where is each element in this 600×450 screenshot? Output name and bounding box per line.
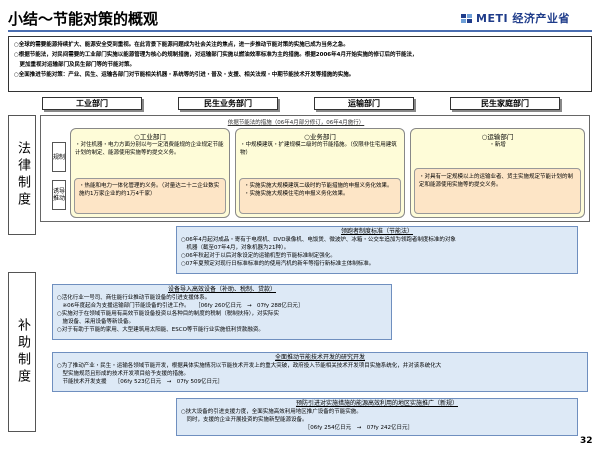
equipment-subsidy-title: 设备导入高效设备（补助、税制、贷款） bbox=[167, 286, 276, 293]
summary-line: ○全球的需要能源持续扩大、能源安全受到重视。在此背景下能源问题成为社会关注的焦点… bbox=[14, 42, 349, 48]
business-law-text: ・中规模建筑・扩建规模二级时的节能措施。（仅限非住宅用建筑物） bbox=[240, 142, 397, 156]
subsidy-side-label: 补助制度 bbox=[8, 272, 36, 432]
transport-plan-box: ・对具有一定规模以上的运输业者、货主实施规定节能计划的制定和能源使用实施等的提交… bbox=[414, 168, 581, 214]
equipment-subsidy-line: ○活化行业一号司、商住能行业推动节能设备的引进支援体系。 bbox=[57, 295, 211, 301]
logo-text: METI 经济产业省 bbox=[476, 12, 570, 25]
regional-promotion-line: ［06fy 254亿日元 → 07fy 242亿日元］ bbox=[181, 425, 414, 431]
summary-box: ○全球的需要能源持续扩大、能源安全受到重视。在此背景下能源问题成为社会关注的焦点… bbox=[8, 36, 592, 92]
top-runner-line: ○06年4月起对成品・寄有于电视机、DVD录像机、电饭煲、微波炉、冰箱・公交车追… bbox=[181, 237, 456, 243]
tech-development-line: 节能技术开发支援 ［06fy 523亿日元 → 07fy 509亿日元］ bbox=[57, 379, 224, 385]
regional-promotion-line: ○扶大设备的引进支援力度，全面实施高效利用地区推广设备的节能实施。 bbox=[181, 409, 362, 415]
page-number: 32 bbox=[580, 436, 593, 446]
title-divider bbox=[8, 30, 592, 32]
transport-plan-text: ・对具有一定规模以上的运输业者、货主实施规定节能计划的制定和能源使用实施等的提交… bbox=[419, 174, 574, 188]
regional-promotion-panel: 预防引进对实施措施的能源高效利用的地区实施推广（新规） ○扶大设备的引进支援力度… bbox=[176, 398, 578, 436]
subsidy-side-label-text: 补助制度 bbox=[15, 318, 30, 386]
industry-heat-box: ・热能和电力一体化管理的义务。（对量达二十二企业数实施约1万家企业的约1万4千家… bbox=[74, 178, 226, 214]
law-side-label: 法律制度 bbox=[8, 115, 36, 235]
page-title: 小结～节能对策的概观 bbox=[8, 10, 159, 28]
label-regulation: 规制 bbox=[52, 142, 66, 172]
tab-business: 民生业务部门 bbox=[178, 97, 278, 110]
top-runner-line: ○06年秋起对于以后对象设定的运输机型的节能标准制定强化。 bbox=[181, 253, 336, 259]
law-caption-text: 依据节能法的措施（06年4月部分修订，06年4月施行） bbox=[227, 120, 365, 126]
industry-law-title: ○工业部门 bbox=[134, 133, 166, 141]
industry-heat-text: ・热能和电力一体化管理的义务。（对量达二十二企业数实施约1万家企业的约1万4千家… bbox=[79, 183, 220, 197]
regional-promotion-line: 同时，支援的企业开展投资的实施新型能源设备。 bbox=[181, 417, 308, 423]
business-report-box: ・实施实施大规模建筑二级时的节能措施的申报义务化效果。 ・实施实施大规模住宅的申… bbox=[239, 178, 401, 214]
top-runner-title: 领跑者制度标准（节能法） bbox=[340, 228, 413, 235]
business-law-title: ○业务部门 bbox=[304, 133, 336, 141]
law-caption: 依据节能法的措施（06年4月部分修订，06年4月施行） bbox=[210, 117, 382, 127]
summary-line: ○全面推进节能对策：产业、民生、运输各部门对节能相关机器・系统等的引进・普及・支… bbox=[14, 72, 355, 78]
tab-household: 民生家庭部门 bbox=[450, 97, 560, 110]
transport-law-title: ○运输部门 bbox=[481, 133, 514, 141]
equipment-subsidy-line: ○实施对于在领域节能用有高效节能设备投资以各种目的制度的税制（税制扶持），对实际… bbox=[57, 311, 280, 317]
tech-development-title: 全面推动节能技术开发的研究开发 bbox=[274, 354, 365, 361]
equipment-subsidy-panel: 设备导入高效设备（补助、税制、贷款） ○活化行业一号司、商住能行业推动节能设备的… bbox=[52, 284, 392, 340]
summary-line: ○根据节能法，对民间需要的工业部门实施以能源管理为核心的规制措施，对运输部门实施… bbox=[14, 52, 418, 58]
top-runner-panel: 领跑者制度标准（节能法） ○06年4月起对成品・寄有于电视机、DVD录像机、电饭… bbox=[176, 226, 578, 274]
top-runner-line: ○07年夏预定对现行日标准标准的的使用汽机的新年等措行新标准主体制标准。 bbox=[181, 261, 375, 267]
equipment-subsidy-line: 施设备、采用设备等新设备。 bbox=[57, 319, 135, 325]
meti-logo: METI 经济产业省 bbox=[460, 10, 570, 26]
law-side-label-text: 法律制度 bbox=[15, 141, 30, 209]
equipment-subsidy-line: ※06年度起合为支援运输部门节能设备的引进工作。 ［06fy 260亿日元 → … bbox=[57, 303, 304, 309]
tech-development-line: 型实施规范且形成的技术开发项目给予支援的措施。 bbox=[57, 371, 190, 377]
business-report-text: ・实施实施大规模建筑二级时的节能措施的申报义务化效果。 ・实施实施大规模住宅的申… bbox=[244, 183, 393, 197]
top-runner-line: 机器（截至07年4月，对象机器为21种）。 bbox=[181, 245, 290, 251]
meti-logo-icon bbox=[460, 11, 473, 25]
tab-transport: 运输部门 bbox=[314, 97, 414, 110]
industry-law-text: ・对住机器・电力方面分别以与一定消费能规的企业规定节能计划的制定、能源使用实施等… bbox=[75, 142, 224, 156]
label-inducement: 诱导推动 bbox=[52, 180, 66, 210]
equipment-subsidy-line: ○对于有助于节能的家用、大型建筑用太阳能、ESCO等节能行业实施低利贷款融资。 bbox=[57, 327, 264, 333]
regional-promotion-title: 预防引进对实施措施的能源高效利用的地区实施推广（新规） bbox=[295, 400, 458, 407]
transport-law-text: ・新增 bbox=[489, 142, 506, 148]
summary-line: 更加重视对运输部门及民生部门等的节能对策。 bbox=[14, 62, 136, 68]
tab-industry: 工业部门 bbox=[42, 97, 142, 110]
tech-development-line: ○为了推动产业・民生・运输各领域节能开发，根据具体实施情况以节能技术开发上的重大… bbox=[57, 363, 442, 369]
tech-development-panel: 全面推动节能技术开发的研究开发 ○为了推动产业・民生・运输各领域节能开发，根据具… bbox=[52, 352, 588, 392]
